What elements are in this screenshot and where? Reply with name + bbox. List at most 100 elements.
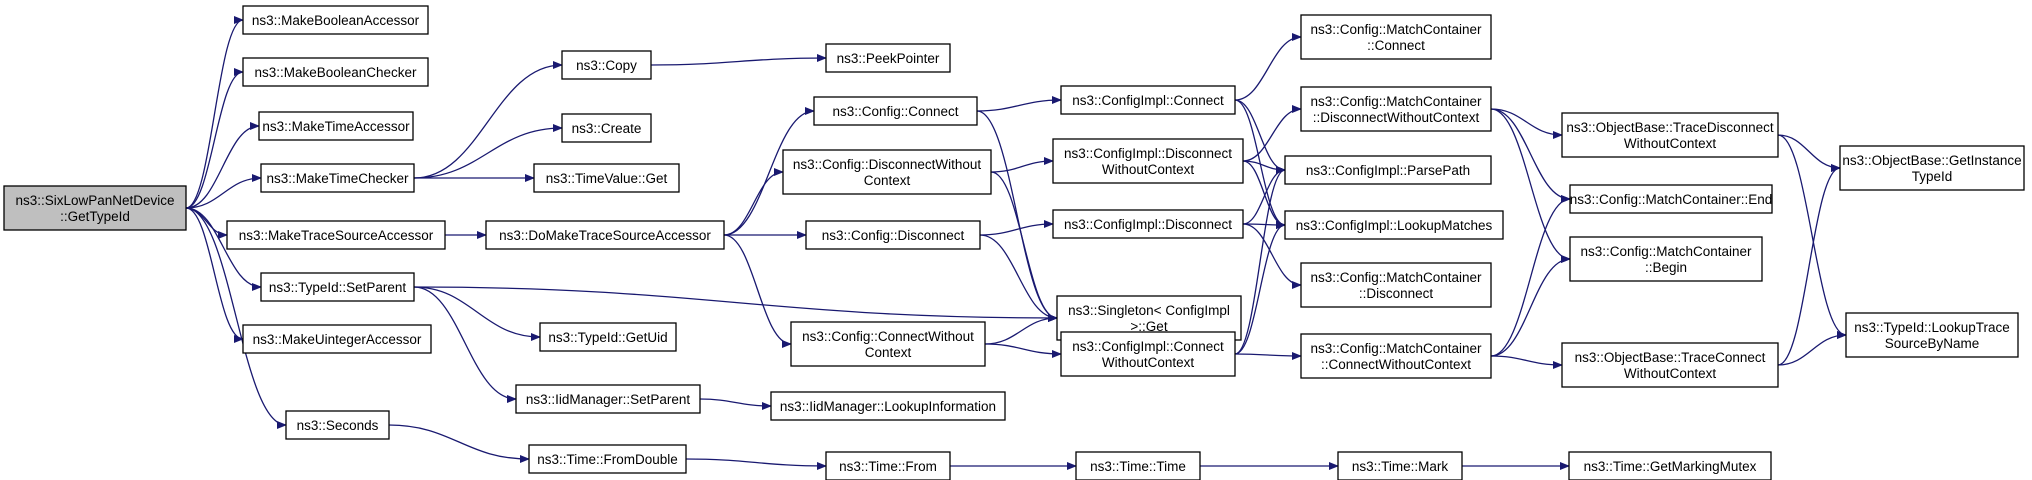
- edge-copy-to-peek: [650, 54, 827, 66]
- node-label: ns3::TypeId::LookupTrace: [1854, 320, 2010, 335]
- node-box[interactable]: [258, 111, 414, 141]
- node-box[interactable]: [1300, 14, 1492, 60]
- node-box[interactable]: [242, 324, 432, 354]
- edges-layer: [185, 16, 1847, 470]
- node-parse[interactable]: ns3::ConfigImpl::ParsePath: [1284, 155, 1492, 185]
- node-mtc[interactable]: ns3::MakeTimeChecker: [260, 163, 415, 193]
- node-getuid[interactable]: ns3::TypeId::GetUid: [539, 322, 677, 352]
- node-mta[interactable]: ns3::MakeTimeAccessor: [258, 111, 414, 141]
- node-label: ns3::Time::FromDouble: [537, 452, 678, 467]
- node-box[interactable]: [782, 149, 992, 195]
- node-box[interactable]: [1569, 236, 1763, 282]
- node-ccwc[interactable]: ns3::Config::ConnectWithoutContext: [790, 321, 986, 367]
- node-mtsa[interactable]: ns3::MakeTraceSourceAccessor: [226, 220, 446, 250]
- node-box[interactable]: [1569, 184, 1773, 214]
- node-box[interactable]: [260, 272, 415, 302]
- node-tfd[interactable]: ns3::Time::FromDouble: [528, 444, 687, 474]
- node-cidwc[interactable]: ns3::ConfigImpl::DisconnectWithoutContex…: [1052, 138, 1244, 184]
- node-box[interactable]: [485, 220, 725, 250]
- node-mbc[interactable]: ns3::MakeBooleanChecker: [242, 57, 429, 87]
- node-box[interactable]: [770, 391, 1006, 421]
- node-box[interactable]: [825, 43, 951, 73]
- node-box[interactable]: [1845, 312, 2019, 358]
- node-tfrom[interactable]: ns3::Time::From: [825, 451, 951, 480]
- node-mcdwc[interactable]: ns3::Config::MatchContainer::DisconnectW…: [1300, 86, 1492, 132]
- node-box[interactable]: [1060, 331, 1236, 377]
- node-box[interactable]: [1300, 262, 1492, 308]
- node-box[interactable]: [3, 185, 187, 231]
- node-box[interactable]: [790, 321, 986, 367]
- node-box[interactable]: [226, 220, 446, 250]
- node-mccwc[interactable]: ns3::Config::MatchContainer::ConnectWith…: [1300, 333, 1492, 379]
- node-iidsp[interactable]: ns3::IidManager::SetParent: [515, 384, 701, 414]
- node-mua[interactable]: ns3::MakeUintegerAccessor: [242, 324, 432, 354]
- node-tgmm[interactable]: ns3::Time::GetMarkingMutex: [1568, 451, 1772, 480]
- node-box[interactable]: [1568, 451, 1772, 480]
- node-obtdwc[interactable]: ns3::ObjectBase::TraceDisconnectWithoutC…: [1561, 112, 1779, 158]
- edge-obtcwc-to-tidlts: [1777, 331, 1847, 366]
- node-box[interactable]: [539, 322, 677, 352]
- node-box[interactable]: [1052, 209, 1244, 239]
- node-box[interactable]: [825, 451, 951, 480]
- node-box[interactable]: [1284, 155, 1492, 185]
- node-box[interactable]: [1300, 86, 1492, 132]
- node-ttime[interactable]: ns3::Time::Time: [1075, 451, 1201, 480]
- node-box[interactable]: [533, 163, 680, 193]
- node-label: ns3::Config::Disconnect: [822, 228, 965, 243]
- node-label: ns3::TimeValue::Get: [546, 171, 668, 186]
- node-mcend[interactable]: ns3::Config::MatchContainer::End: [1569, 184, 1773, 214]
- edge-mtc-to-copy: [413, 61, 563, 179]
- node-box[interactable]: [1075, 451, 1201, 480]
- node-cic[interactable]: ns3::ConfigImpl::Connect: [1060, 85, 1236, 115]
- node-box[interactable]: [813, 96, 978, 126]
- node-box[interactable]: [242, 57, 429, 87]
- edge-root-to-tsp: [185, 207, 262, 291]
- node-tsp[interactable]: ns3::TypeId::SetParent: [260, 272, 415, 302]
- node-box[interactable]: [805, 220, 981, 250]
- node-mcdisc[interactable]: ns3::Config::MatchContainer::Disconnect: [1300, 262, 1492, 308]
- node-tvget[interactable]: ns3::TimeValue::Get: [533, 163, 680, 193]
- node-peek[interactable]: ns3::PeekPointer: [825, 43, 951, 73]
- node-box[interactable]: [515, 384, 701, 414]
- node-root[interactable]: ns3::SixLowPanNetDevice::GetTypeId: [3, 185, 187, 231]
- node-obtcwc[interactable]: ns3::ObjectBase::TraceConnectWithoutCont…: [1561, 342, 1779, 388]
- node-label: ns3::MakeTraceSourceAccessor: [239, 228, 434, 243]
- node-box[interactable]: [242, 5, 429, 35]
- node-iidli[interactable]: ns3::IidManager::LookupInformation: [770, 391, 1006, 421]
- node-lookup[interactable]: ns3::ConfigImpl::LookupMatches: [1284, 210, 1504, 240]
- node-label: WithoutContext: [1624, 366, 1717, 381]
- node-label: ns3::ObjectBase::TraceConnect: [1575, 350, 1766, 365]
- node-mcconn[interactable]: ns3::Config::MatchContainer::Connect: [1300, 14, 1492, 60]
- node-box[interactable]: [260, 163, 415, 193]
- node-box[interactable]: [1561, 342, 1779, 388]
- node-cconn[interactable]: ns3::Config::Connect: [813, 96, 978, 126]
- node-box[interactable]: [561, 113, 652, 143]
- node-box[interactable]: [1839, 145, 2025, 191]
- node-box[interactable]: [1561, 112, 1779, 158]
- node-box[interactable]: [1300, 333, 1492, 379]
- node-dmtsa[interactable]: ns3::DoMakeTraceSourceAccessor: [485, 220, 725, 250]
- node-sec[interactable]: ns3::Seconds: [285, 410, 390, 440]
- node-cidisc[interactable]: ns3::ConfigImpl::Disconnect: [1052, 209, 1244, 239]
- node-box[interactable]: [1052, 138, 1244, 184]
- node-box[interactable]: [1337, 451, 1463, 480]
- node-box[interactable]: [528, 444, 687, 474]
- node-cdwc[interactable]: ns3::Config::DisconnectWithoutContext: [782, 149, 992, 195]
- node-tmark[interactable]: ns3::Time::Mark: [1337, 451, 1463, 480]
- node-box[interactable]: [561, 50, 652, 80]
- node-label: ns3::MakeUintegerAccessor: [253, 332, 422, 347]
- node-mcbegin[interactable]: ns3::Config::MatchContainer::Begin: [1569, 236, 1763, 282]
- node-label: ns3::IidManager::LookupInformation: [780, 399, 996, 414]
- node-mba[interactable]: ns3::MakeBooleanAccessor: [242, 5, 429, 35]
- node-cdisc[interactable]: ns3::Config::Disconnect: [805, 220, 981, 250]
- node-copy[interactable]: ns3::Copy: [561, 50, 652, 80]
- node-box[interactable]: [1060, 85, 1236, 115]
- node-box[interactable]: [1284, 210, 1504, 240]
- node-box[interactable]: [285, 410, 390, 440]
- node-create[interactable]: ns3::Create: [561, 113, 652, 143]
- node-cicwc[interactable]: ns3::ConfigImpl::ConnectWithoutContext: [1060, 331, 1236, 377]
- edge-ccwc-to-single: [984, 314, 1058, 345]
